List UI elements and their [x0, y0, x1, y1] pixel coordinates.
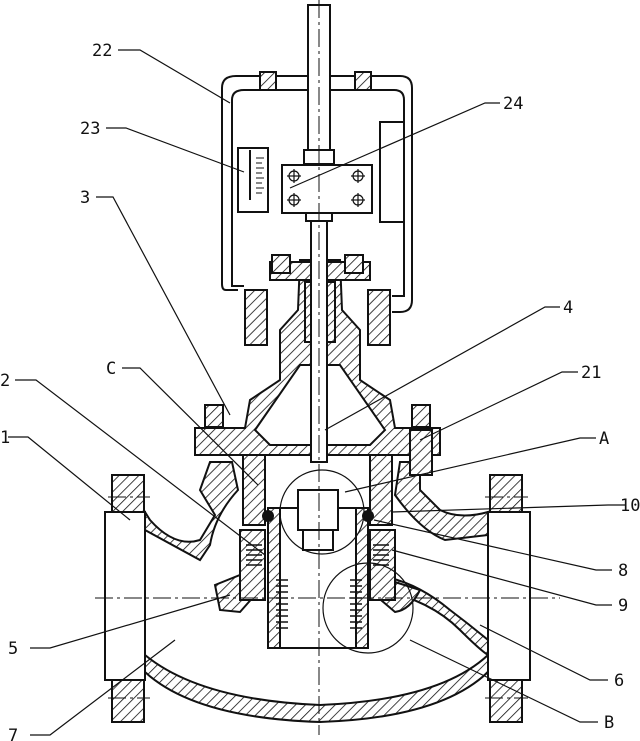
detail-circle-b	[322, 562, 414, 654]
callout-22: 22	[92, 41, 112, 61]
callout-21: 21	[581, 363, 601, 383]
callout-8: 8	[618, 561, 628, 581]
bonnet-stud-right	[409, 429, 433, 476]
travel-indicator	[237, 147, 373, 214]
callout-b: B	[604, 713, 614, 733]
yoke-side-plate	[379, 121, 405, 223]
yoke-stud-left	[244, 289, 268, 346]
seal-ring-right	[362, 510, 374, 522]
trim	[239, 454, 396, 649]
callout-9: 9	[618, 596, 628, 616]
seat-spring-right	[373, 544, 389, 566]
plug-wall-right	[355, 507, 369, 649]
callout-6: 6	[614, 671, 624, 691]
indicator-scale	[237, 147, 269, 213]
bonnet-nut-right	[411, 404, 431, 428]
cage-right	[369, 454, 393, 526]
body-wall-bottom	[144, 652, 489, 724]
callout-24: 24	[503, 94, 523, 114]
callout-23: 23	[80, 119, 100, 139]
callout-7: 7	[8, 726, 18, 741]
gland-nut-right	[344, 254, 364, 274]
yoke-top-nut-left	[259, 71, 277, 91]
callout-5: 5	[8, 639, 18, 659]
left-flange-face	[104, 511, 146, 681]
body-wall-upper-left	[144, 461, 240, 562]
bonnet-nut-left	[204, 404, 224, 428]
valve-body	[104, 461, 531, 724]
callout-1: 1	[0, 428, 10, 448]
callout-2: 2	[0, 371, 10, 391]
leader-lines	[8, 49, 625, 736]
body-wall-upper-right	[393, 461, 489, 542]
callout-10: 10	[620, 496, 640, 516]
seat-spring-left	[246, 544, 262, 566]
callout-4: 4	[563, 298, 573, 318]
indicator-ticks	[256, 157, 264, 194]
plug-nut	[297, 489, 339, 531]
coupling-plate	[281, 164, 373, 214]
callout-c: C	[106, 359, 116, 379]
callout-a: A	[599, 429, 609, 449]
plug-nut-lower	[302, 529, 334, 551]
gland-nut-left	[271, 254, 291, 274]
coupling-bolts	[287, 169, 365, 207]
seal-ring-left	[262, 510, 274, 522]
plug-wall-left	[267, 507, 281, 649]
cage-left	[242, 454, 266, 526]
detail-circle-a	[279, 469, 365, 555]
right-flange-face	[487, 511, 531, 681]
callout-3: 3	[80, 188, 90, 208]
yoke-stud-right	[367, 289, 391, 346]
yoke-top-nut-right	[354, 71, 372, 91]
